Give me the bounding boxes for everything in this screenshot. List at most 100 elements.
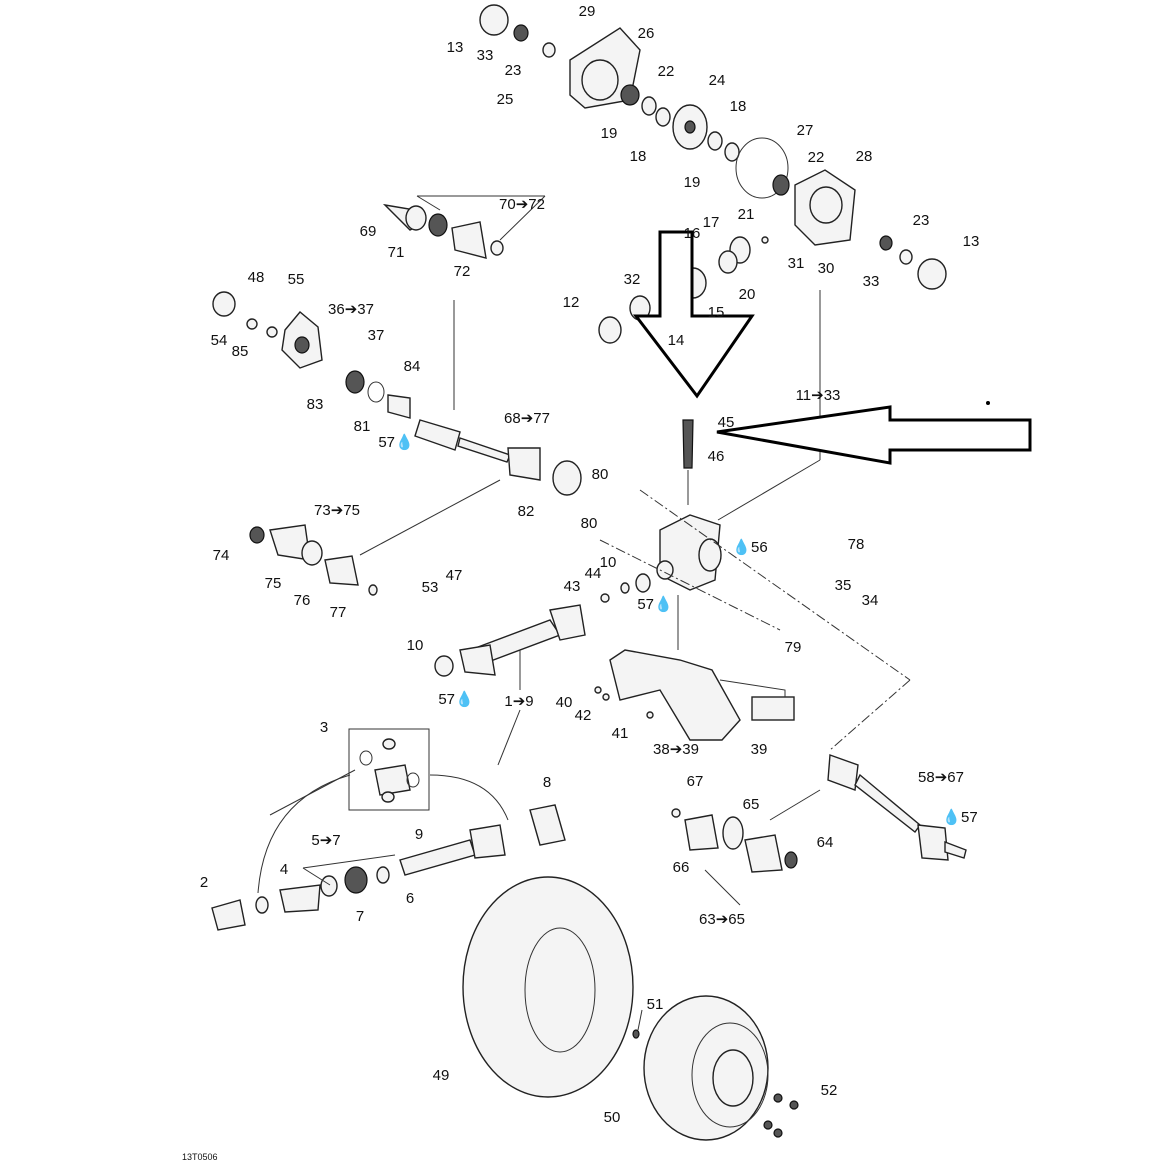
callout-label: 57💧	[438, 690, 473, 708]
callout-label: 28	[856, 148, 873, 165]
callout-label: 21	[738, 206, 755, 223]
skid-plate	[594, 649, 795, 741]
callout-label: 6	[406, 890, 414, 907]
callout-label: 25	[497, 91, 514, 108]
callout-label: 22	[658, 63, 675, 80]
callout-label: 18	[630, 148, 647, 165]
callout-label: 82	[518, 503, 535, 520]
callout-label: 30	[818, 260, 835, 277]
callout-label: 💧56	[732, 538, 767, 556]
leader-lines	[257, 195, 911, 1031]
down-arrow-annotation	[632, 230, 755, 399]
callout-label: 44	[585, 565, 602, 582]
callout-label: 35	[835, 577, 852, 594]
callout-label: 14	[668, 332, 685, 349]
callout-label: 51	[647, 996, 664, 1013]
callout-label: 75	[265, 575, 282, 592]
callout-label: 5➔7	[311, 832, 340, 849]
callout-label: 78	[848, 536, 865, 553]
callout-label: 55	[288, 271, 305, 288]
callout-label: 10	[600, 554, 617, 571]
callout-label: 22	[808, 149, 825, 166]
left-arrow-annotation	[716, 405, 1032, 465]
callout-label: 23	[505, 62, 522, 79]
callout-label: 69	[360, 223, 377, 240]
callout-label: 43	[564, 578, 581, 595]
callout-label: 57💧	[637, 595, 672, 613]
callout-label: 16	[684, 225, 701, 242]
callout-label: 3	[320, 719, 328, 736]
callout-label: 13	[447, 39, 464, 56]
callout-label: 20	[739, 286, 756, 303]
rear-drive-shaft	[671, 754, 967, 873]
callout-label: 13	[963, 233, 980, 250]
drawing-code: 13T0506	[182, 1152, 218, 1162]
callout-label: 17	[703, 214, 720, 231]
callout-label: 76	[294, 592, 311, 609]
callout-label: 15	[708, 304, 725, 321]
callout-label: 7	[356, 908, 364, 925]
callout-label: 65	[743, 796, 760, 813]
callout-label: 11➔33	[796, 387, 841, 404]
callout-label: 85	[232, 343, 249, 360]
callout-label: 27	[797, 122, 814, 139]
callout-label: 68➔77	[504, 410, 550, 427]
callout-label: 74	[213, 547, 230, 564]
callout-label: 70➔72	[499, 196, 545, 213]
callout-label: 53	[422, 579, 439, 596]
callout-label: 41	[612, 725, 629, 742]
differential-housing	[600, 419, 722, 603]
callout-label: 52	[821, 1082, 838, 1099]
callout-label: 23	[913, 212, 930, 229]
callout-label: 💧57	[942, 808, 977, 826]
callout-label: 40	[556, 694, 573, 711]
callout-label: 19	[601, 125, 618, 142]
callout-label: 57💧	[378, 433, 413, 451]
callout-label: 31	[788, 255, 805, 272]
callout-label: 64	[817, 834, 834, 851]
callout-label: 32	[624, 271, 641, 288]
callout-label: 84	[404, 358, 421, 375]
callout-label: 80	[581, 515, 598, 532]
callout-label: 81	[354, 418, 371, 435]
callout-label: 71	[388, 244, 405, 261]
callout-label: 4	[280, 861, 288, 878]
callout-label: 37	[368, 327, 385, 344]
callout-label: 38➔39	[653, 741, 699, 758]
callout-label: 24	[709, 72, 726, 89]
callout-label: 29	[579, 3, 596, 20]
callout-label: 19	[684, 174, 701, 191]
callout-label: 9	[415, 826, 423, 843]
callout-label: 72	[454, 263, 471, 280]
callout-label: 77	[330, 604, 347, 621]
callout-label: 33	[477, 47, 494, 64]
tire-and-wheel	[462, 876, 799, 1141]
callout-label: 2	[200, 874, 208, 891]
callout-label: 46	[708, 448, 725, 465]
front-drive-shaft-assembly	[212, 203, 582, 596]
callout-label: 45	[718, 414, 735, 431]
callout-label: 83	[307, 396, 324, 413]
callout-label: 1➔9	[504, 693, 533, 710]
callout-label: 63➔65	[699, 911, 745, 928]
callout-label: 33	[863, 273, 880, 290]
rear-cover-assembly	[479, 4, 947, 344]
callout-label: 18	[730, 98, 747, 115]
dot-mark	[986, 401, 990, 405]
callout-label: 54	[211, 332, 228, 349]
callout-label: 80	[592, 466, 609, 483]
callout-label: 34	[862, 592, 879, 609]
callout-label: 67	[687, 773, 704, 790]
callout-label: 50	[604, 1109, 621, 1126]
propeller-shaft	[211, 604, 586, 931]
callout-label: 47	[446, 567, 463, 584]
callout-label: 8	[543, 774, 551, 791]
callout-label: 58➔67	[918, 769, 964, 786]
callout-label: 26	[638, 25, 655, 42]
callout-label: 12	[563, 294, 580, 311]
callout-label: 42	[575, 707, 592, 724]
callout-label: 49	[433, 1067, 450, 1084]
